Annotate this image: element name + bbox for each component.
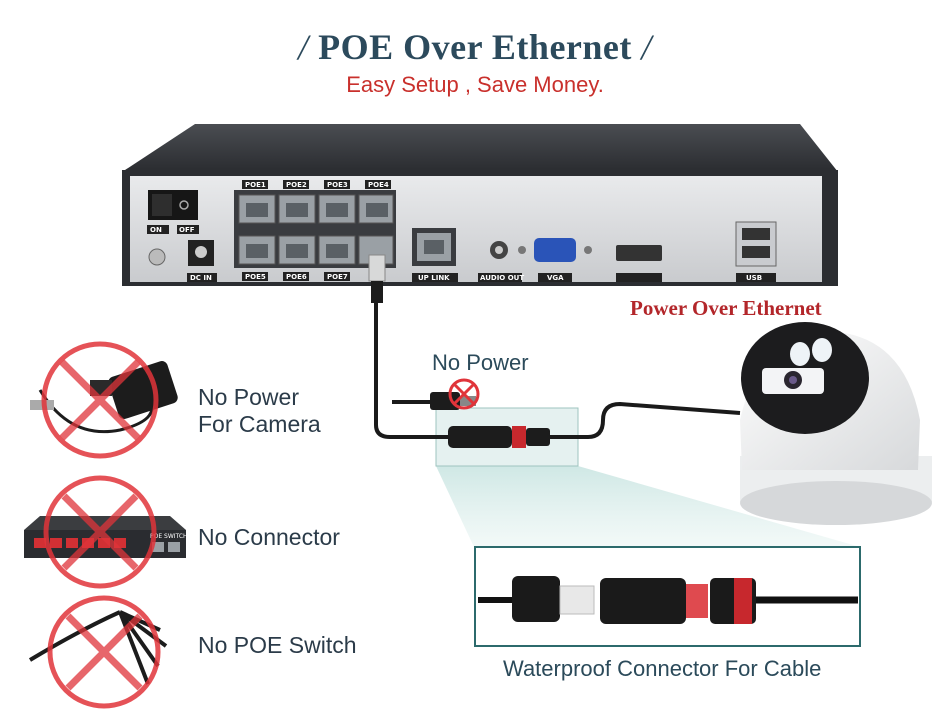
cross-circle-icon xyxy=(41,341,159,459)
no-power-top-label: No Power xyxy=(432,350,529,375)
comparison-item: No Power For Camera xyxy=(198,384,321,438)
page-title: / POE Over Ethernet / xyxy=(0,26,950,68)
nvr-port-label: POE4 xyxy=(368,181,389,189)
nvr-port-label: POE1 xyxy=(245,181,266,189)
cross-circle-icon xyxy=(47,595,161,709)
waterproof-connector xyxy=(448,426,512,448)
connector-detail xyxy=(478,576,858,624)
nvr-audio-label: AUDIO OUT xyxy=(480,274,524,282)
nvr-port-label: POE2 xyxy=(286,181,307,189)
nvr-recorder xyxy=(122,124,838,286)
nvr-port-label: POE5 xyxy=(245,273,266,281)
cross-mark-icon xyxy=(448,378,480,410)
comparison-item: No Connector xyxy=(198,524,340,551)
dc-plug xyxy=(430,392,460,410)
nvr-port-label: POE7 xyxy=(327,273,348,281)
subtitle: Easy Setup , Save Money. xyxy=(346,72,604,97)
nvr-vga-label: VGA xyxy=(547,274,564,282)
zoom-beam xyxy=(436,466,860,547)
comparison-line1: No POE Switch xyxy=(198,632,357,658)
title-text: POE Over Ethernet xyxy=(318,27,632,67)
waterproof-connector-label: Waterproof Connector For Cable xyxy=(503,656,822,681)
nvr-port-label: POE3 xyxy=(327,181,348,189)
comparison-line1: No Power xyxy=(198,384,299,410)
nvr-off-label: OFF xyxy=(179,226,195,234)
ethernet-cable xyxy=(374,300,741,439)
nvr-dcin-label: DC IN xyxy=(190,274,212,282)
comparison-item: No POE Switch xyxy=(198,632,357,659)
nvr-uplink-label: UP LINK xyxy=(418,274,450,282)
poe-switch-text: POE SWITCH xyxy=(150,533,188,540)
dome-camera xyxy=(740,322,932,525)
power-over-ethernet-label: Power Over Ethernet xyxy=(630,296,822,320)
nvr-on-label: ON xyxy=(150,226,162,234)
title-slash-right: / xyxy=(641,27,652,67)
cross-circle-icon xyxy=(43,475,157,589)
nvr-port-label: POE6 xyxy=(286,273,307,281)
comparison-line2: For Camera xyxy=(198,411,321,437)
nvr-usb-label: USB xyxy=(746,274,762,282)
rj45-plug xyxy=(368,254,386,282)
comparison-line1: No Connector xyxy=(198,524,340,550)
title-slash-left: / xyxy=(298,27,309,67)
